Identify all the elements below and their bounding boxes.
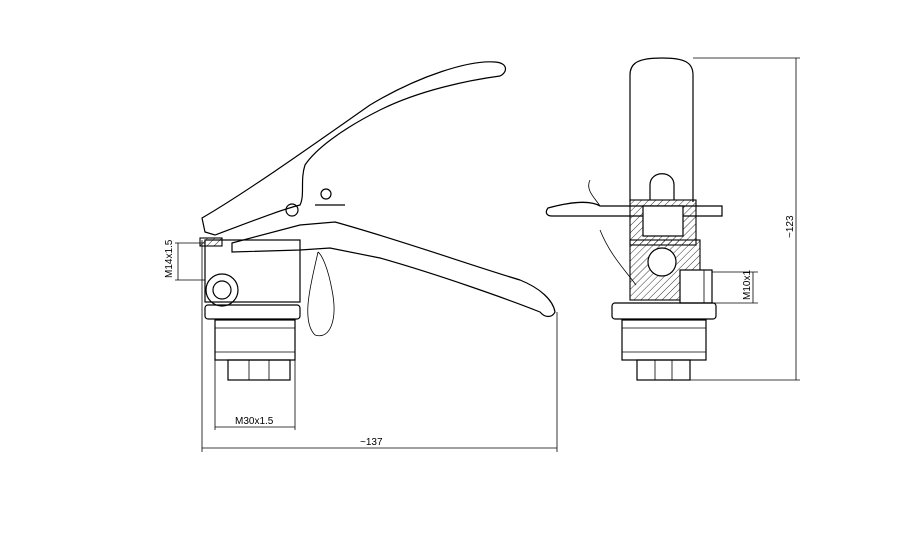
lever-pivot — [285, 203, 299, 217]
thread-section — [214, 319, 296, 361]
top-lever — [201, 61, 506, 236]
dimension-m14: M14x1.5 — [164, 239, 205, 281]
dimension-width: ~137 — [201, 240, 558, 452]
side-nut-bore — [212, 280, 232, 300]
front-view: M10x1 ~123 — [545, 57, 800, 381]
pin-wire — [307, 251, 335, 337]
bottom-nuts — [227, 359, 291, 381]
outlet-port — [679, 269, 713, 304]
height-label: ~123 — [785, 215, 796, 238]
pin-wire-front — [599, 229, 637, 286]
thread-section-front — [621, 319, 707, 361]
crossbar — [545, 201, 723, 217]
dimension-m10: M10x1 — [712, 270, 758, 304]
bottom-handle — [231, 221, 556, 318]
side-view: M14x1.5 M30x1.5 ~137 — [164, 61, 558, 452]
dimension-m30: M30x1.5 — [214, 360, 296, 430]
valve-body — [204, 239, 301, 303]
width-label: ~137 — [360, 437, 383, 448]
push-button — [649, 173, 675, 200]
m30-label: M30x1.5 — [235, 416, 274, 427]
safety-pin-ring — [320, 188, 332, 200]
m10-label: M10x1 — [742, 270, 753, 300]
body-bore — [647, 247, 677, 277]
bottom-nuts-front — [636, 359, 691, 381]
base-flange — [204, 304, 301, 320]
spindle-chamber — [642, 205, 684, 237]
side-outlet-section — [199, 237, 223, 247]
dimension-height: ~123 — [690, 57, 800, 381]
pin-ring-front — [588, 179, 601, 207]
side-nut — [205, 273, 239, 307]
m14-label: M14x1.5 — [164, 239, 175, 278]
lever-front — [629, 57, 694, 202]
base-flange-front — [611, 302, 717, 320]
